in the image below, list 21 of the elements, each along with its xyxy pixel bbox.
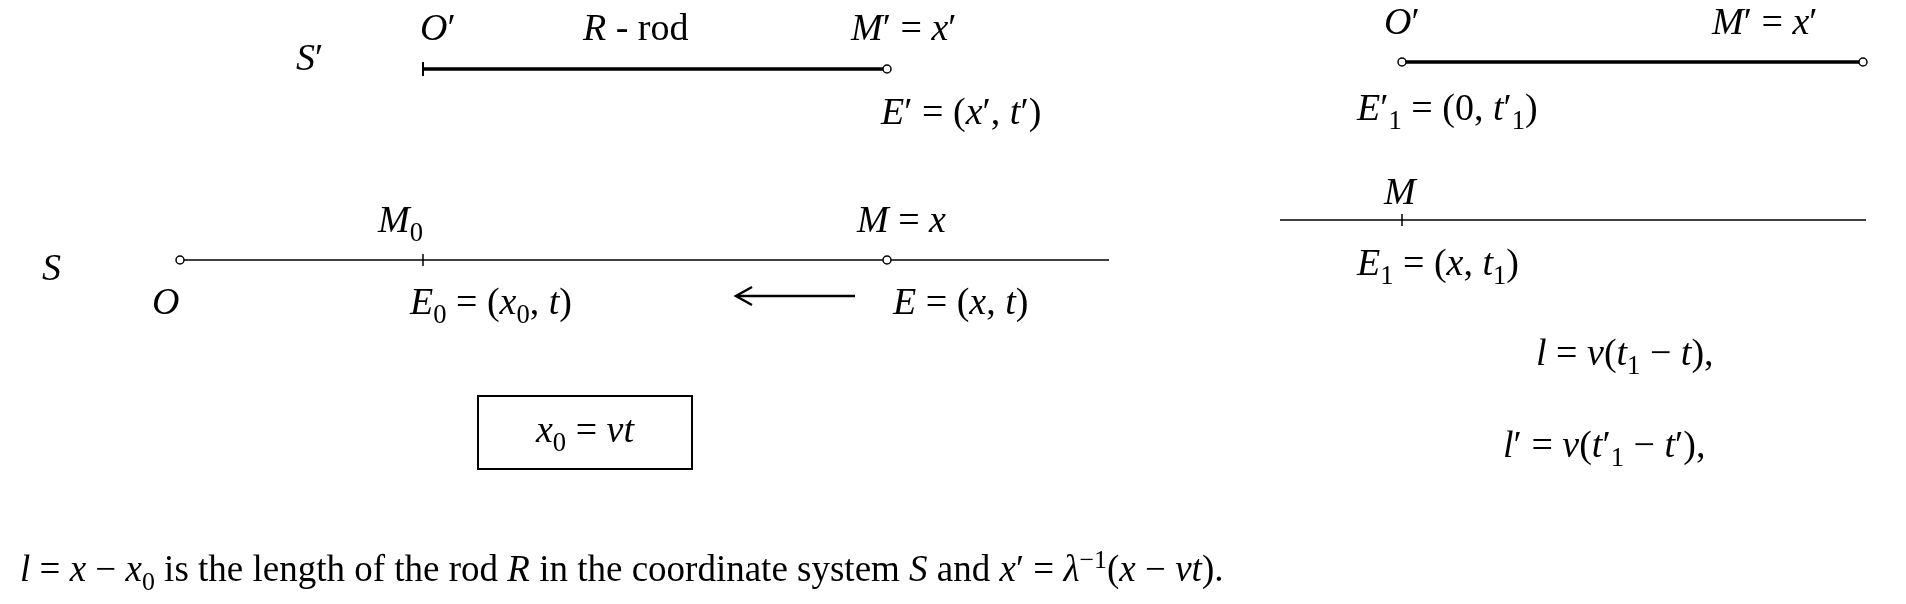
math-label: M′ = x′ [851,8,957,46]
math-label: l′ = v(t′$_{1}$ − t′), [1503,425,1706,471]
caption: l = x − x$_{0}$ is the length of the rod R in the coordinate system S and x′ = λ$^{−1}$(x − vt). [20,545,1224,597]
math-label: M [1384,172,1416,210]
math-label: l = v(t$_{1}$ − t), [1536,333,1714,379]
math-label: O′ [1384,2,1420,40]
math-label: E$_{0}$ = (x$_{0}$, t) [410,282,572,328]
math-label: S [42,248,61,286]
math-label: E = (x, t) [893,282,1029,320]
equation-box [477,395,693,470]
math-label: E′ = (x′, t′) [881,92,1042,130]
math-label: E$_{1}$ = (x, t$_{1}$) [1357,243,1519,289]
math-label: R - rod [583,8,689,46]
math-label: S′ [296,38,324,76]
math-label: M′ = x′ [1712,2,1818,40]
math-label: E′$_{1}$ = (0, t′$_{1}$) [1357,88,1538,134]
math-label: O [152,282,180,320]
equation-text: x$_{0}$ = vt [535,407,634,458]
math-label: M$_{0}$ [378,200,423,246]
math-label: O′ [420,8,456,46]
math-label: M = x [857,200,946,238]
